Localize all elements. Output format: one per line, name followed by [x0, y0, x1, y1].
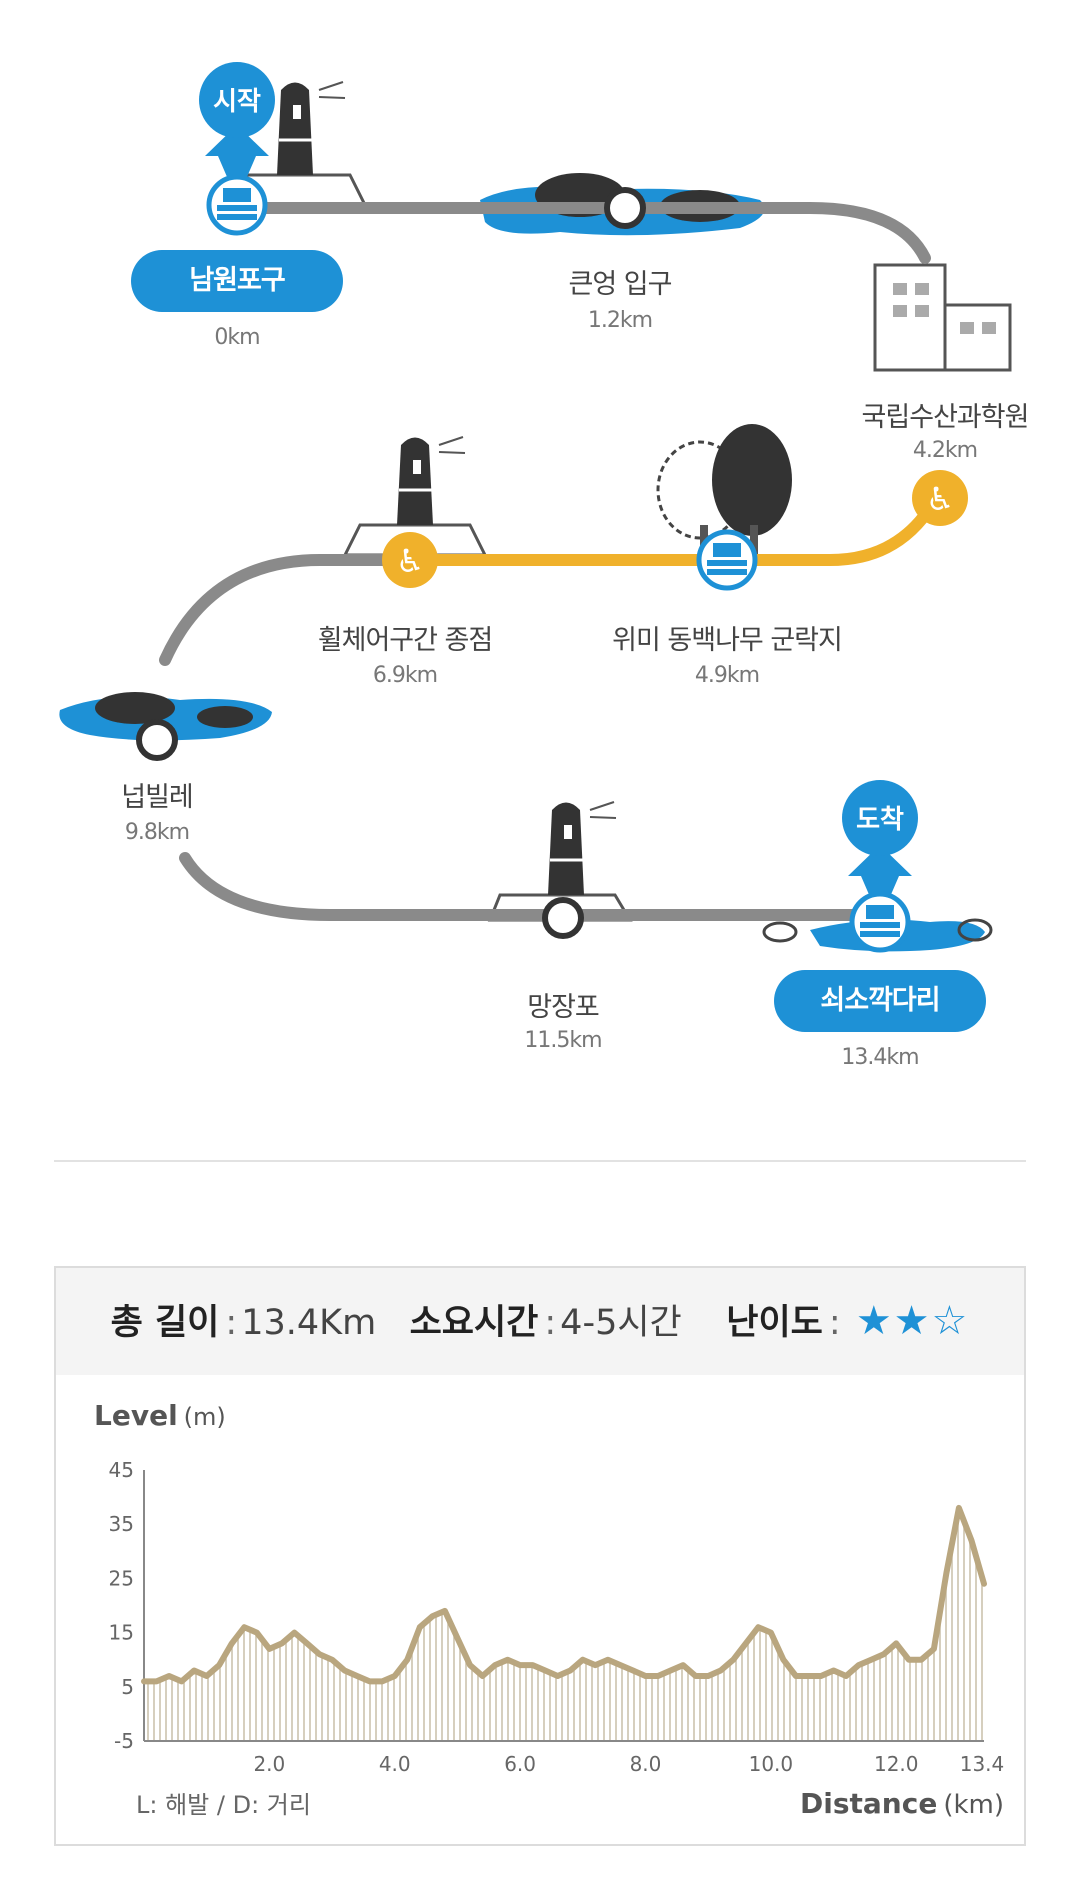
stop-distance: 4.2km — [912, 438, 978, 463]
svg-text:Level(m): Level(m) — [94, 1399, 226, 1432]
x-tick-label: 10.0 — [749, 1752, 794, 1776]
stop-distance: 0km — [214, 325, 260, 350]
end-marker-label: 도착 — [856, 805, 904, 835]
x-tick-label: 13.4 — [960, 1752, 1005, 1776]
rock-shore-icon — [59, 692, 272, 741]
route-map: 시작 ♿ ♿ 도착 — [59, 62, 1012, 953]
stop-distance: 9.8km — [124, 820, 190, 845]
y-tick-label: 15 — [109, 1621, 134, 1645]
length-value: 13.4Km — [241, 1303, 377, 1343]
stop-label[interactable]: 휠체어구간 종점 — [317, 625, 493, 656]
x-axis-ticks: 2.0 4.0 6.0 8.0 10.0 12.0 13.4 — [253, 1752, 1004, 1776]
elevation-line — [141, 1504, 987, 1685]
elevation-hatch — [147, 1512, 983, 1741]
length-label: 총 길이 — [110, 1303, 220, 1343]
y-axis-ticks: 45 35 25 15 5 -5 — [109, 1458, 134, 1753]
stop-distance: 4.9km — [694, 663, 760, 688]
stop-label[interactable]: 국립수산과학원 — [861, 402, 1030, 433]
stop-label-start[interactable]: 남원포구 — [131, 250, 343, 312]
stop-label[interactable]: 넙빌레 — [121, 782, 194, 813]
y-tick-label: 45 — [109, 1458, 134, 1482]
legend-note: L: 해발 / D: 거리 — [136, 1791, 311, 1819]
wheelchair-icon: ♿ — [912, 470, 968, 526]
stop-label[interactable]: 위미 동백나무 군락지 — [612, 625, 843, 656]
time-label: 소요시간 — [409, 1303, 539, 1343]
building-icon — [873, 263, 1012, 372]
stop-label-end[interactable]: 쇠소깍다리 — [774, 970, 986, 1032]
x-axis-unit: (km) — [943, 1790, 1004, 1820]
y-tick-label: 35 — [109, 1512, 134, 1536]
course-info-card: 총 길이:13.4Km 소요시간:4-5시간 난이도: ★★☆ Level(m)… — [54, 1266, 1026, 1846]
trail-path — [159, 554, 416, 666]
svg-text:♿: ♿ — [926, 480, 955, 518]
waypoint-icon — [604, 187, 646, 229]
stop-label[interactable]: 망장포 — [527, 992, 600, 1023]
waypoint-icon — [542, 897, 584, 939]
x-tick-label: 4.0 — [379, 1752, 411, 1776]
start-marker-label: 시작 — [213, 87, 261, 117]
y-tick-label: 5 — [121, 1675, 134, 1699]
elevation-profile-chart: Level(m) 45 35 25 15 5 -5 2.0 4.0 6.0 8.0 10.0 12.… — [94, 1399, 1004, 1820]
svg-text:♿: ♿ — [396, 542, 425, 580]
stop-distance: 11.5km — [524, 1028, 602, 1053]
end-stamp-icon — [849, 891, 911, 953]
difficulty-label: 난이도 — [726, 1303, 823, 1343]
x-tick-label: 2.0 — [253, 1752, 285, 1776]
trail-path — [179, 852, 886, 921]
x-axis-label: Distance — [800, 1787, 937, 1820]
course-summary: 총 길이:13.4Km 소요시간:4-5시간 난이도: ★★☆ — [56, 1268, 1024, 1375]
section-divider — [54, 1160, 1026, 1162]
x-tick-label: 8.0 — [630, 1752, 662, 1776]
trail-path — [229, 202, 931, 264]
y-axis-unit: (m) — [184, 1403, 226, 1431]
stamp-icon — [696, 529, 758, 591]
svg-text:Distance(km): Distance(km) — [800, 1787, 1004, 1820]
stop-distance: 1.2km — [587, 308, 653, 333]
stop-distance: 13.4km — [841, 1045, 919, 1070]
x-tick-label: 12.0 — [874, 1752, 919, 1776]
start-marker[interactable]: 시작 — [199, 62, 275, 200]
stop-distance: 6.9km — [372, 663, 438, 688]
end-marker[interactable]: 도착 — [842, 780, 918, 920]
stop-label[interactable]: 큰엉 입구 — [568, 269, 673, 300]
y-axis-label: Level — [94, 1399, 178, 1432]
y-tick-label: 25 — [109, 1566, 134, 1590]
y-tick-label: -5 — [114, 1729, 134, 1753]
start-stamp-icon — [206, 174, 268, 236]
x-tick-label: 6.0 — [504, 1752, 536, 1776]
time-value: 4-5시간 — [560, 1303, 682, 1343]
difficulty-stars: ★★☆ — [855, 1298, 970, 1344]
wheelchair-icon: ♿ — [382, 532, 438, 588]
waypoint-icon — [136, 719, 178, 761]
